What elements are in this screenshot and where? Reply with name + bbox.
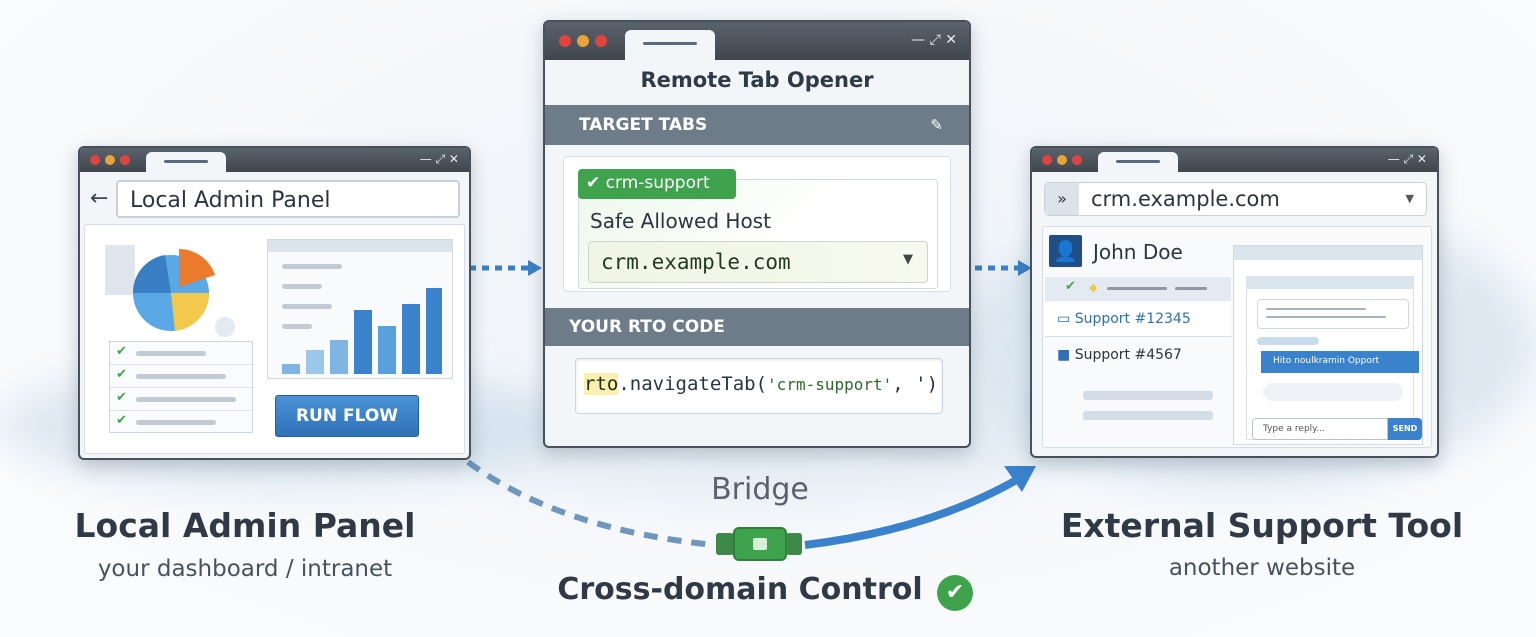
remote-tab-opener-window: — ⤢ ✕ Remote Tab Opener TARGET TABS ✎ ✔ …: [543, 20, 971, 448]
section-title: TARGET TABS: [579, 115, 708, 135]
user-name: John Doe: [1093, 240, 1183, 264]
left-caption-subtitle: your dashboard / intranet: [97, 556, 393, 582]
chat-panel: Hito noulkramin Opport Type a reply... S…: [1233, 245, 1423, 445]
local-admin-window: — ⤢ ✕ ← Local Admin Panel: [78, 146, 471, 460]
run-flow-button[interactable]: RUN FLOW: [275, 395, 419, 437]
check-circle-icon: ✔: [937, 575, 973, 611]
dropdown-caret-icon: ▼: [903, 252, 913, 267]
center-caption: Cross-domain Control: [557, 572, 923, 607]
rto-code-header: YOUR RTO CODE: [545, 308, 969, 346]
edit-icon[interactable]: ✎: [930, 116, 943, 134]
pie-chart: [105, 245, 235, 337]
right-caption-title: External Support Tool: [1060, 506, 1464, 545]
support-tool-window: — ⤢ ✕ » crm.example.com ▼ 👤 John Doe ✔◆ …: [1030, 146, 1439, 458]
arrow-head-icon: [1004, 466, 1036, 492]
host-select[interactable]: crm.example.com ▼: [588, 241, 928, 283]
ticket-icon: ▭: [1057, 311, 1071, 327]
window-controls-icon[interactable]: — ⤢ ✕: [911, 32, 957, 48]
send-button[interactable]: SEND: [1388, 418, 1422, 440]
target-tabs-header: TARGET TABS ✎: [545, 105, 969, 145]
bridge-curve: [804, 474, 1023, 549]
check-icon: ✔: [586, 173, 601, 193]
reply-input[interactable]: Type a reply...: [1252, 418, 1388, 440]
back-arrow-icon[interactable]: ←: [90, 186, 109, 211]
ticket-item[interactable]: ▭ Support #12345: [1045, 303, 1231, 337]
address-bar[interactable]: Local Admin Panel: [116, 180, 460, 218]
dotted-arrow-right: [975, 260, 1032, 276]
forward-icon[interactable]: »: [1045, 183, 1079, 215]
window-controls-icon[interactable]: — ⤢ ✕: [419, 152, 459, 166]
ticket-item[interactable]: ■ Support #4567: [1057, 347, 1182, 363]
title-bar: — ⤢ ✕: [80, 148, 469, 172]
checklist: ✔ ✔ ✔ ✔: [109, 341, 253, 433]
code-box[interactable]: rto.navigateTab('crm-support', ').: [575, 358, 943, 414]
dashed-curve: [466, 459, 716, 548]
bridge-label: Bridge: [711, 472, 809, 507]
ticket-icon: ■: [1057, 347, 1071, 363]
dropdown-caret-icon: ▼: [1405, 192, 1414, 205]
support-content: 👤 John Doe ✔◆ ▭ Support #12345 ■ Support…: [1042, 226, 1432, 448]
left-caption-title: Local Admin Panel: [74, 506, 416, 545]
host-label: Safe Allowed Host: [590, 209, 771, 233]
title-bar: — ⤢ ✕: [1032, 148, 1437, 172]
window-controls-icon[interactable]: — ⤢ ✕: [1387, 152, 1427, 166]
target-card: ✔ crm-support Safe Allowed Host crm.exam…: [563, 156, 951, 292]
user-avatar-icon: 👤: [1049, 235, 1082, 267]
app-title: Remote Tab Opener: [640, 68, 874, 92]
title-bar: — ⤢ ✕: [545, 22, 969, 60]
tab-chip[interactable]: ✔ crm-support: [578, 169, 736, 199]
plug-icon: [716, 527, 802, 561]
bar-chart-panel: [267, 239, 453, 379]
url-bar[interactable]: » crm.example.com ▼: [1044, 182, 1427, 216]
right-caption-subtitle: another website: [1168, 555, 1356, 581]
dashboard-content: ✔ ✔ ✔ ✔ RUN FLOW: [84, 224, 465, 454]
chat-message: Hito noulkramin Opport: [1261, 351, 1419, 373]
